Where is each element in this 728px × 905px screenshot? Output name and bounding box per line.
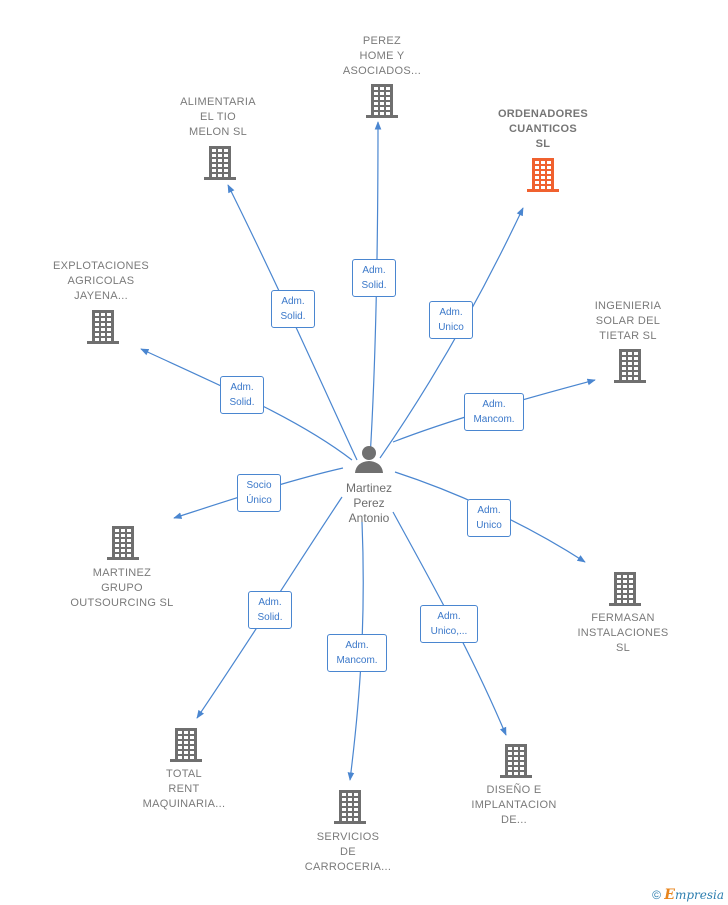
building-icon <box>107 526 139 560</box>
company-label-alimentaria[interactable]: ALIMENTARIA EL TIO MELON SL <box>180 96 256 138</box>
edge-ordenadores <box>379 207 524 459</box>
footer-brand: © Empresia <box>652 887 724 903</box>
company-label-martinez-grupo[interactable]: MARTINEZ GRUPO OUTSOURCING SL <box>70 567 174 609</box>
company-label-total-rent[interactable]: TOTAL RENT MAQUINARIA... <box>142 768 226 810</box>
building-icon <box>527 158 559 192</box>
building-icon <box>334 790 366 824</box>
building-icon <box>500 744 532 778</box>
company-label-fermasan[interactable]: FERMASAN INSTALACIONES SL <box>577 612 669 654</box>
company-label-explotaciones[interactable]: EXPLOTACIONES AGRICOLAS JAYENA... <box>53 260 149 302</box>
role-badge-total-rent[interactable]: Adm. Solid. <box>248 591 292 629</box>
copyright-icon: © <box>652 888 661 902</box>
role-badge-servicios[interactable]: Adm. Mancom. <box>327 634 387 672</box>
building-icon <box>204 146 236 180</box>
edge-alimentaria <box>227 184 358 461</box>
company-label-servicios[interactable]: SERVICIOS DE CARROCERIA... <box>304 831 392 873</box>
edge-perez-home <box>369 121 382 459</box>
person-icon <box>355 446 383 473</box>
company-label-ingenieria[interactable]: INGENIERIA SOLAR DEL TIETAR SL <box>594 300 662 342</box>
role-badge-diseno[interactable]: Adm. Unico,... <box>420 605 478 643</box>
building-icon <box>366 84 398 118</box>
role-badge-explotaciones[interactable]: Adm. Solid. <box>220 376 264 414</box>
role-badge-ordenadores[interactable]: Adm. Unico <box>429 301 473 339</box>
company-label-diseno[interactable]: DISEÑO E IMPLANTACION DE... <box>471 784 557 826</box>
company-label-perez-home[interactable]: PEREZ HOME Y ASOCIADOS... <box>342 35 422 77</box>
company-label-ordenadores[interactable]: ORDENADORES CUANTICOS SL <box>497 108 589 150</box>
role-badge-alimentaria[interactable]: Adm. Solid. <box>271 290 315 328</box>
role-badge-fermasan[interactable]: Adm. Unico <box>467 499 511 537</box>
role-badge-perez-home[interactable]: Adm. Solid. <box>352 259 396 297</box>
brand-logo: Empresia <box>664 887 724 903</box>
center-person-label[interactable]: Martinez Perez Antonio <box>345 481 392 525</box>
building-icon <box>614 349 646 383</box>
building-icon <box>87 310 119 344</box>
building-icon <box>170 728 202 762</box>
building-icon <box>609 572 641 606</box>
role-badge-martinez-grupo[interactable]: Socio Único <box>237 474 281 512</box>
role-badge-ingenieria[interactable]: Adm. Mancom. <box>464 393 524 431</box>
